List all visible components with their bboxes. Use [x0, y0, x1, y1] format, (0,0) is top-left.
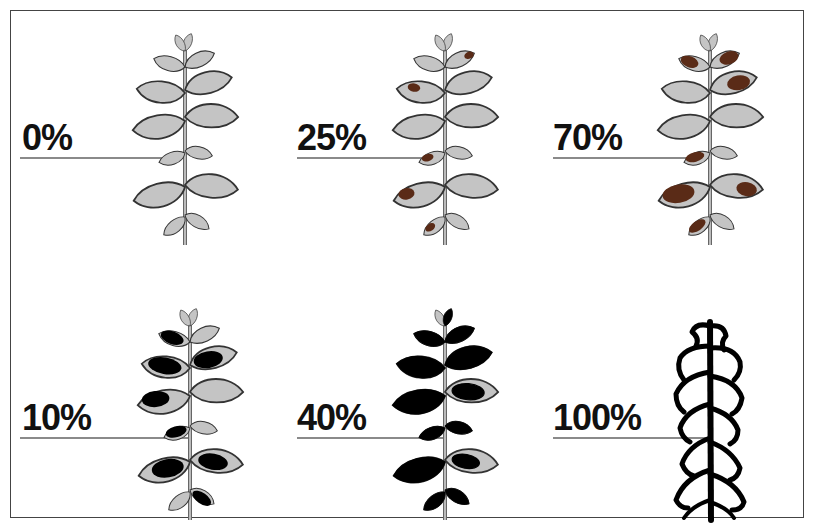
percent-label: 40%: [297, 400, 366, 436]
percent-label: 100%: [553, 400, 641, 436]
percent-label: 25%: [297, 120, 366, 156]
percent-label: 0%: [22, 120, 72, 156]
percent-label: 70%: [553, 120, 622, 156]
percent-label: 10%: [22, 400, 91, 436]
